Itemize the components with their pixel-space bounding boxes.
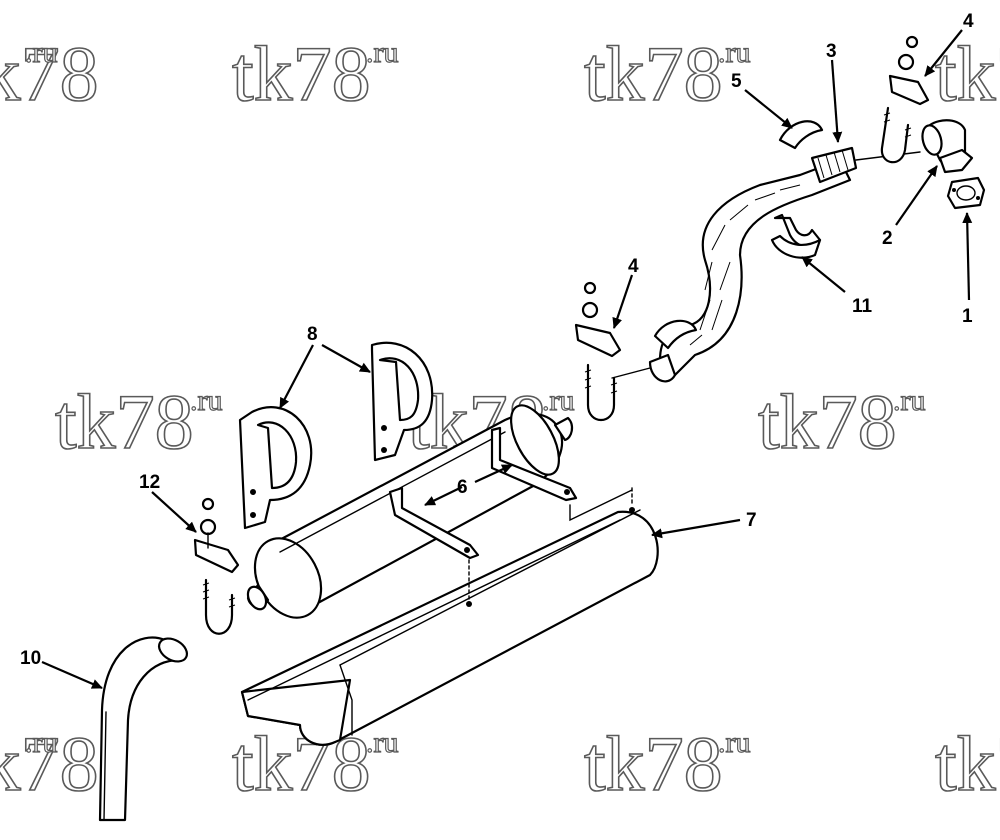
watermark-suffix: .ru [366, 36, 399, 69]
part-heat-shield [240, 489, 659, 746]
part-flex-exhaust-pipe [611, 120, 921, 383]
arrow-8a [279, 344, 314, 409]
callout-5: 5 [731, 71, 742, 92]
watermark-suffix: .ru [718, 726, 751, 759]
watermark-layer: tk78.ru tk78.ru tk78.ru tk78 tk78.ru tk7… [0, 29, 1000, 808]
callout-10: 10 [20, 648, 41, 669]
watermark-r3-c1: tk78.ru [0, 719, 99, 808]
part-tail-pipe [98, 636, 189, 822]
part-elbow [921, 119, 974, 174]
arrow-10 [41, 660, 103, 690]
arrow-6b [474, 464, 513, 483]
watermark-r2-c3: tk78.ru [757, 377, 926, 466]
arrow-12 [151, 491, 197, 533]
watermark-text: tk78 [55, 378, 194, 465]
arrow-8b [321, 344, 371, 373]
arrow-4b [612, 274, 634, 329]
part-muffler-straps [238, 341, 434, 530]
watermark-suffix: .ru [718, 36, 751, 69]
watermark-text: tk78 [935, 30, 1000, 117]
part-muffler [246, 404, 574, 619]
callout-6: 6 [457, 477, 468, 498]
callout-3: 3 [826, 41, 837, 62]
watermark-text: tk78 [935, 720, 1000, 807]
callout-4-top: 4 [963, 11, 974, 32]
watermark-r1-c3: tk78.ru [583, 29, 751, 118]
watermark-suffix: .ru [366, 726, 399, 759]
arrow-7 [651, 518, 741, 539]
watermark-r1-c1: tk78.ru [0, 29, 99, 118]
callout-11: 11 [852, 296, 873, 317]
watermark-text: tk78 [0, 720, 99, 807]
watermark-r3-c4: tk78 [934, 719, 1000, 808]
arrow-5 [744, 89, 793, 129]
arrow-4a [924, 29, 963, 77]
watermark-r1-c2: tk78.ru [231, 29, 399, 118]
part-clamp-left [193, 497, 240, 635]
callout-8: 8 [307, 324, 318, 345]
watermark-suffix: .ru [190, 384, 223, 417]
watermark-text: tk78 [758, 378, 897, 465]
callout-1: 1 [962, 306, 973, 327]
watermark-text: tk78 [584, 30, 723, 117]
arrow-3 [830, 59, 843, 143]
arrow-11 [801, 256, 846, 293]
callout-arrows [41, 29, 973, 690]
callout-2: 2 [882, 228, 893, 249]
arrow-1 [962, 212, 973, 301]
part-clamp-top [880, 35, 930, 164]
watermark-text: tk78 [584, 720, 723, 807]
watermark-suffix: .ru [893, 384, 926, 417]
watermark-text: tk78 [0, 30, 99, 117]
part-clamp-middle [574, 281, 622, 421]
watermark-suffix: .ru [25, 726, 58, 759]
part-clip [770, 213, 822, 259]
callout-labels: 1 2 3 4 4 5 6 7 8 10 11 12 [20, 11, 974, 669]
watermark-suffix: .ru [542, 384, 575, 417]
arrow-6a [424, 486, 463, 506]
arrow-2 [895, 165, 938, 226]
watermark-text: tk78 [232, 30, 371, 117]
callout-7: 7 [746, 510, 757, 531]
watermark-r3-c3: tk78.ru [583, 719, 751, 808]
callout-12: 12 [139, 472, 160, 493]
watermark-r1-c4: tk78 [934, 29, 1000, 118]
part-gasket [946, 176, 986, 210]
watermark-r2-c1: tk78.ru [54, 377, 223, 466]
watermark-suffix: .ru [25, 36, 58, 69]
callout-4-middle: 4 [628, 256, 639, 277]
